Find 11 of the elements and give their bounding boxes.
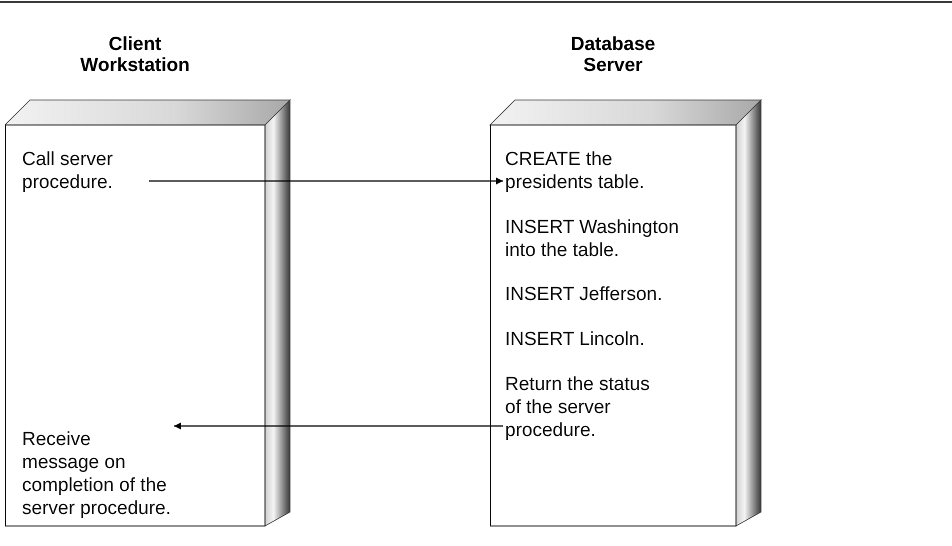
step-text: Call server procedure. xyxy=(22,148,147,194)
box-heading: Database Server xyxy=(570,34,656,76)
step-text: INSERT Lincoln. xyxy=(505,328,675,351)
box-heading: Client Workstation xyxy=(79,34,191,76)
step-text: Return the status of the server procedure. xyxy=(505,373,665,442)
step-text: INSERT Jefferson. xyxy=(505,283,675,306)
step-text: Receive message on completion of the server procedure. xyxy=(22,428,172,520)
arrow xyxy=(174,422,503,430)
arrow xyxy=(149,178,503,184)
step-text: CREATE the presidents table. xyxy=(505,148,655,194)
step-text: INSERT Washington into the table. xyxy=(505,216,687,262)
